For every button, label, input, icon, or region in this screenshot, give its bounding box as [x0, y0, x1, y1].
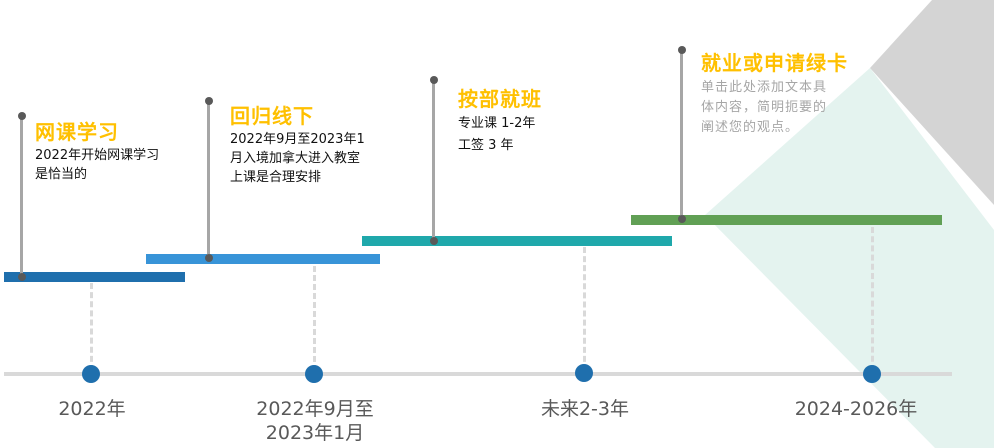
milestone-title-2: 回归线下 — [230, 104, 314, 128]
pin-head-3 — [430, 76, 438, 84]
milestone-desc-1: 2022年开始网课学习 是恰当的 — [35, 146, 159, 184]
teal-triangle — [705, 68, 994, 448]
timeline-node-2 — [305, 365, 323, 383]
desc-line: 单击此处添加文本具 — [701, 80, 828, 95]
bar-2 — [146, 254, 380, 264]
date-line: 2023年1月 — [265, 422, 365, 444]
bar-1 — [4, 272, 185, 282]
desc-line: 专业课 1-2年 — [458, 116, 536, 131]
milestone-desc-4: 单击此处添加文本具 体内容，简明扼要的 阐述您的观点。 — [701, 78, 827, 138]
timeline-axis — [4, 372, 952, 376]
pin-foot-3 — [430, 237, 438, 245]
milestone-title-3: 按部就班 — [458, 87, 542, 111]
desc-line: 月入境加拿大进入教室 — [230, 151, 361, 166]
pin-foot-2 — [205, 254, 213, 262]
desc-line: 阐述您的观点。 — [701, 120, 800, 135]
bar-3 — [362, 236, 672, 246]
desc-line: 是恰当的 — [35, 167, 88, 182]
date-label-1: 2022年 — [58, 398, 126, 420]
dash-2 — [313, 266, 316, 371]
desc-line: 2022年9月至2023年1 — [230, 132, 365, 147]
date-label-3: 未来2-3年 — [540, 398, 630, 420]
pin-4 — [680, 50, 683, 218]
dash-4 — [871, 227, 874, 371]
bar-4 — [631, 215, 942, 225]
timeline-node-4 — [863, 365, 881, 383]
desc-line: 工签 3 年 — [458, 138, 514, 153]
date-label-2: 2022年9月至 2023年1月 — [215, 397, 415, 445]
pin-2 — [207, 101, 210, 258]
date-line: 2022年9月至 — [256, 398, 374, 420]
pin-head-2 — [205, 97, 213, 105]
pin-foot-4 — [678, 215, 686, 223]
milestone-title-1: 网课学习 — [35, 120, 119, 144]
timeline-node-3 — [575, 364, 593, 382]
desc-line: 上课是合理安排 — [230, 170, 322, 185]
gray-triangle — [870, 0, 994, 205]
pin-head-4 — [678, 46, 686, 54]
pin-1 — [20, 116, 23, 276]
milestone-desc-2: 2022年9月至2023年1 月入境加拿大进入教室 上课是合理安排 — [230, 130, 365, 187]
pin-3 — [432, 80, 435, 240]
milestone-title-4: 就业或申请绿卡 — [701, 51, 848, 75]
dash-3 — [583, 247, 586, 371]
desc-line: 2022年开始网课学习 — [35, 148, 160, 163]
milestone-desc-3: 专业课 1-2年 工签 3 年 — [458, 113, 535, 157]
timeline-node-1 — [82, 365, 100, 383]
pin-foot-1 — [18, 273, 26, 281]
desc-line: 体内容，简明扼要的 — [701, 100, 828, 115]
dash-1 — [90, 283, 93, 371]
pin-head-1 — [18, 112, 26, 120]
date-label-4: 2024-2026年 — [794, 398, 918, 420]
